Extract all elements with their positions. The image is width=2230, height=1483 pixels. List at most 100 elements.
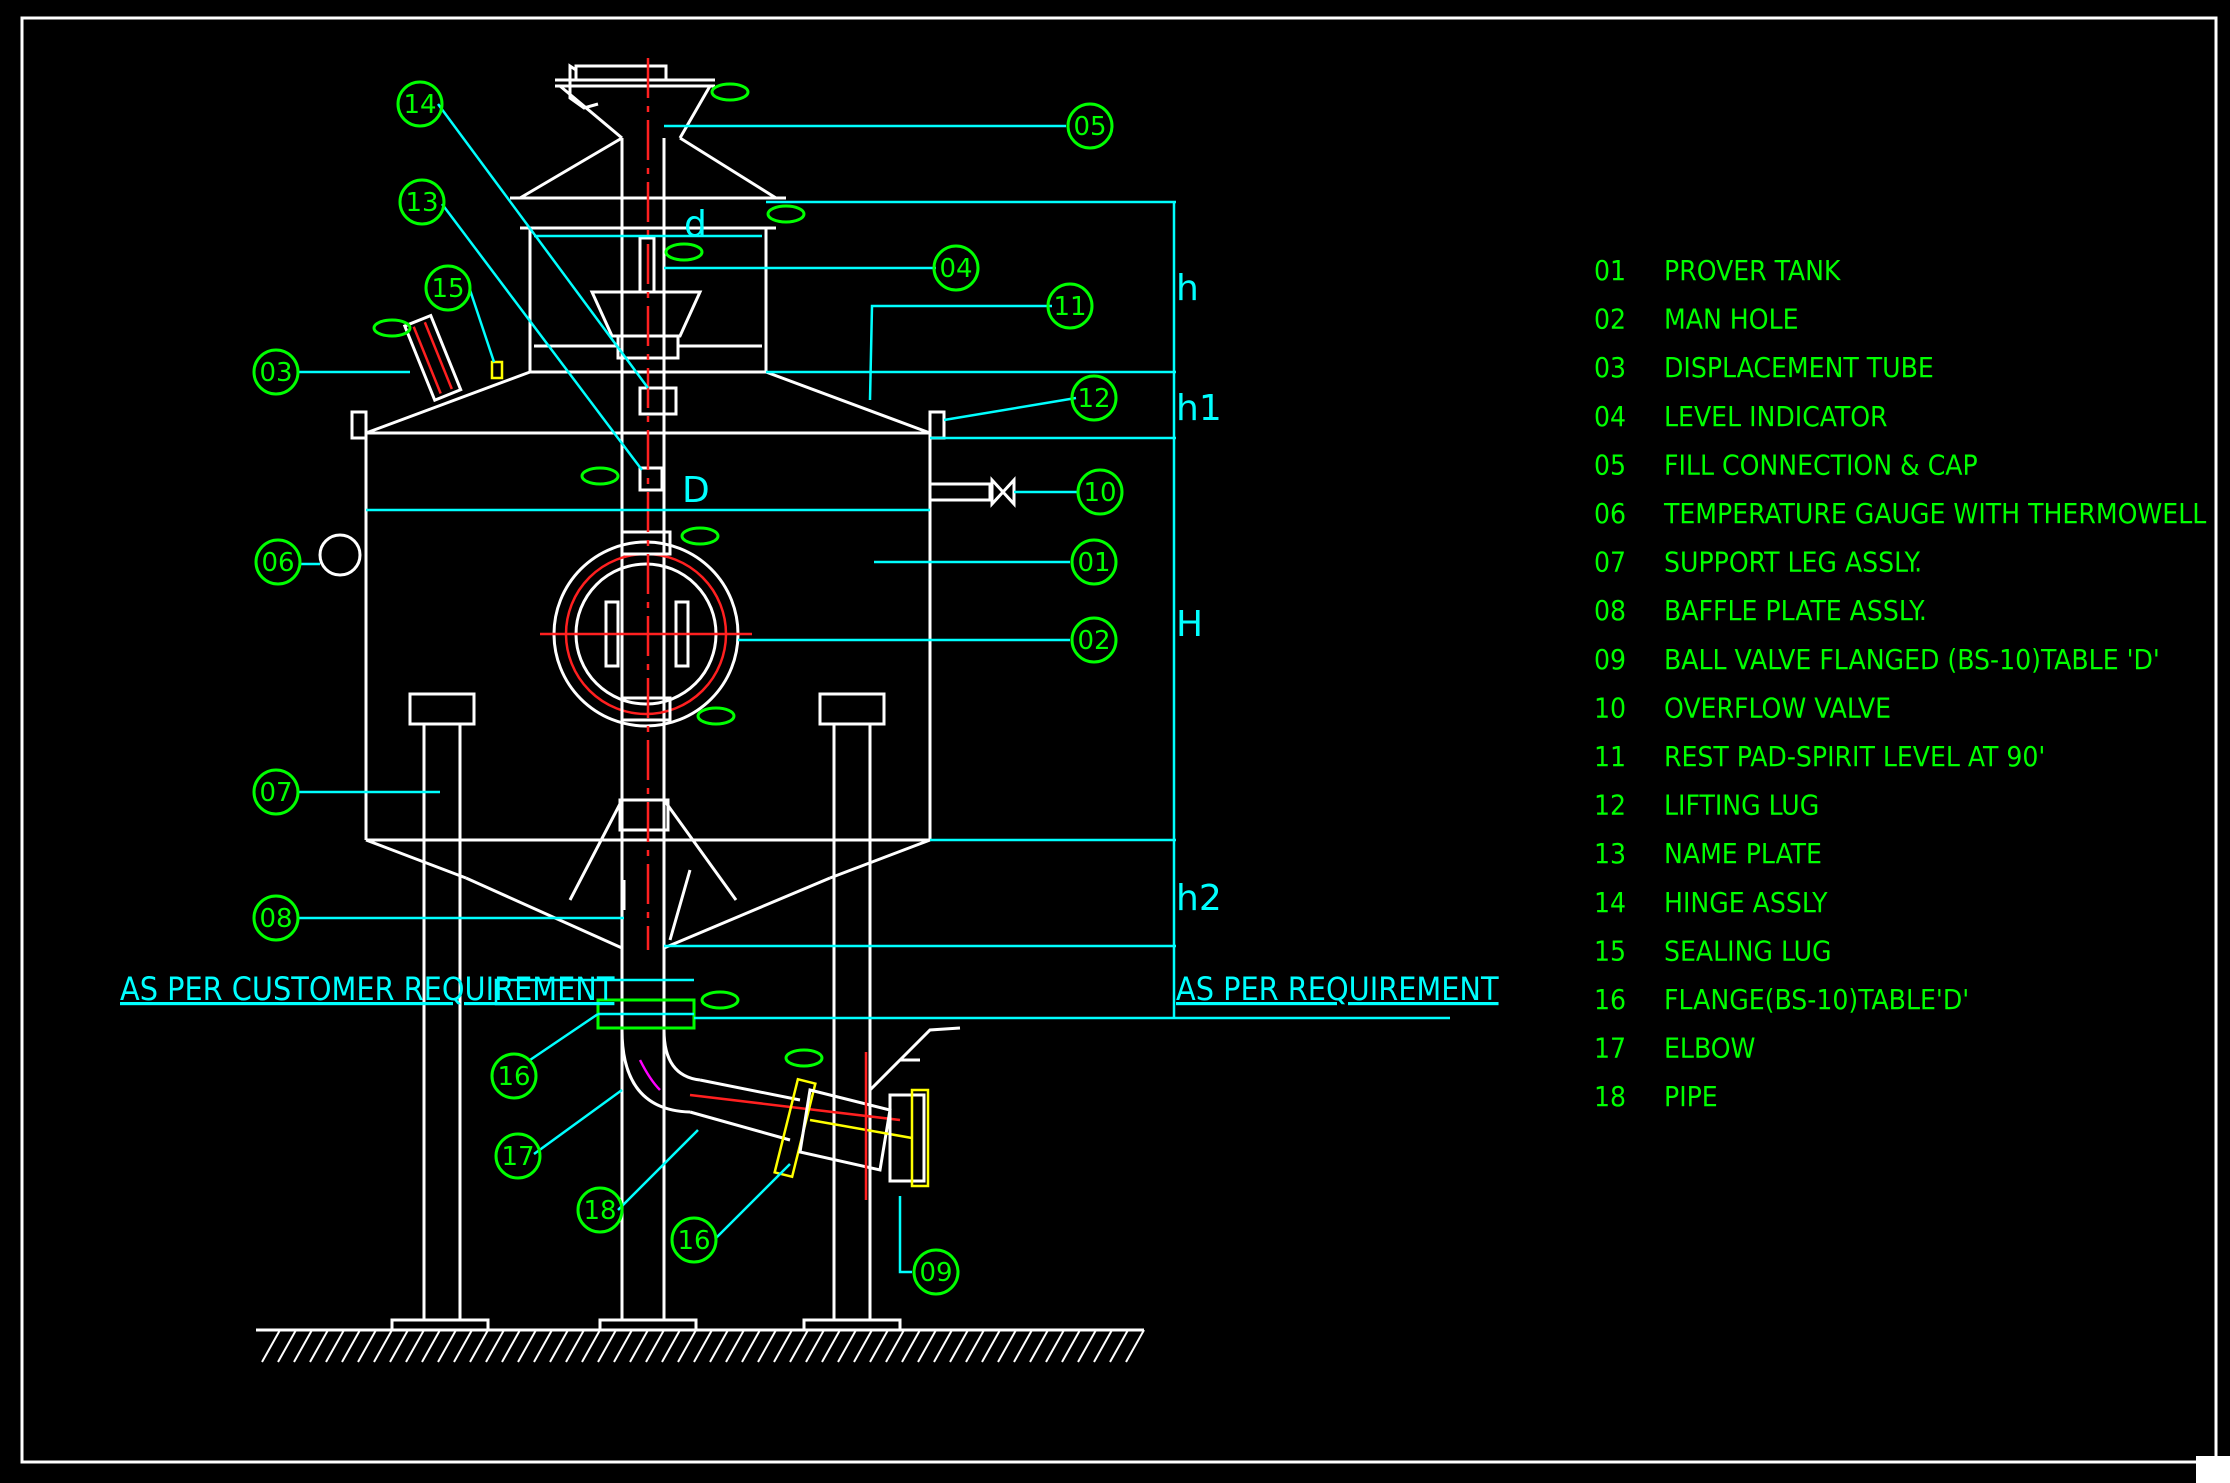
callout-label: 06 (261, 548, 294, 578)
hatch-line (549, 1329, 569, 1363)
legend-text: HINGE ASSLY (1664, 886, 1828, 919)
legend-text: PROVER TANK (1664, 254, 1842, 287)
legend-text: TEMPERATURE GAUGE WITH THERMOWELL (1663, 497, 2206, 530)
hatch-line (981, 1329, 1001, 1363)
callout-06: 06 (254, 538, 302, 586)
hatch-line (293, 1329, 313, 1363)
callout-label: 02 (1077, 626, 1110, 656)
callout-label: 05 (1073, 112, 1106, 142)
sheet-border (20, 16, 2218, 1464)
hatch-line (677, 1329, 697, 1363)
legend-number: 04 (1594, 400, 1626, 433)
callout-circle (254, 538, 302, 586)
hatch-line (629, 1329, 649, 1363)
part-tags (372, 82, 824, 1068)
callout-label: 10 (1083, 478, 1116, 508)
callout-13: 13 (398, 178, 446, 226)
hatch-line (325, 1329, 345, 1363)
legend-text: FLANGE(BS-10)TABLE'D' (1664, 983, 1969, 1016)
callout-label: 18 (583, 1196, 616, 1226)
callout-circle (1070, 374, 1118, 422)
legend-text: FILL CONNECTION & CAP (1664, 448, 1978, 481)
callout-04: 04 (932, 244, 980, 292)
legend-number: 11 (1594, 740, 1626, 773)
callout-label: 17 (501, 1142, 534, 1172)
callout-label: 16 (677, 1226, 710, 1256)
callout-label: 09 (919, 1258, 952, 1288)
legend-number: 15 (1594, 934, 1626, 967)
hatch-line (1077, 1329, 1097, 1363)
hatch-line (789, 1329, 809, 1363)
callout-circle (1076, 468, 1124, 516)
leader-lines (298, 103, 1078, 1274)
legend-text: REST PAD-SPIRIT LEVEL AT 90' (1664, 740, 2045, 773)
legend-number: 03 (1594, 351, 1626, 384)
callout-circle (396, 80, 444, 128)
callout-05: 05 (1066, 102, 1114, 150)
hatch-line (725, 1329, 745, 1363)
callout-label: 16 (497, 1062, 530, 1092)
legend-text: LIFTING LUG (1664, 789, 1819, 822)
hatch-line (261, 1329, 281, 1363)
hatch-line (997, 1329, 1017, 1363)
hatch-line (357, 1329, 377, 1363)
legend-number: 01 (1594, 254, 1626, 287)
hatch-line (773, 1329, 793, 1363)
legend-number: 05 (1594, 448, 1626, 481)
hatch-line (645, 1329, 665, 1363)
legend-text: MAN HOLE (1664, 303, 1799, 336)
hatch-line (597, 1329, 617, 1363)
callout-label: 11 (1053, 292, 1086, 322)
hatch-line (901, 1329, 921, 1363)
hatch-line (1045, 1329, 1065, 1363)
hatch-line (341, 1329, 361, 1363)
legend-number: 12 (1594, 789, 1626, 822)
hatch-line (453, 1329, 473, 1363)
callout-18: 18 (576, 1186, 624, 1234)
callout-07: 07 (252, 768, 300, 816)
hatch-line (405, 1329, 425, 1363)
legend-text: BAFFLE PLATE ASSLY. (1664, 594, 1927, 627)
dim-d: d (684, 204, 707, 245)
hatch-line (1029, 1329, 1049, 1363)
callout-label: 03 (259, 358, 292, 388)
callout-label: 15 (431, 274, 464, 304)
callout-17: 17 (494, 1132, 542, 1180)
legend-text: DISPLACEMENT TUBE (1664, 351, 1934, 384)
hatch-line (373, 1329, 393, 1363)
callout-circle (576, 1186, 624, 1234)
callout-09: 09 (912, 1248, 960, 1296)
callout-03: 03 (252, 348, 300, 396)
callout-circle (1070, 538, 1118, 586)
hatch-line (885, 1329, 905, 1363)
callout-14: 14 (396, 80, 444, 128)
callout-circle (252, 348, 300, 396)
legend-text: SUPPORT LEG ASSLY. (1664, 546, 1922, 579)
hatch-line (309, 1329, 329, 1363)
legend-number: 07 (1594, 546, 1626, 579)
tank-outline (256, 63, 1144, 1332)
callout-label: 07 (259, 778, 292, 808)
callout-16b: 16 (670, 1216, 718, 1264)
legend-number: 17 (1594, 1032, 1626, 1065)
hatch-line (741, 1329, 761, 1363)
note-right: AS PER REQUIREMENT (1176, 970, 1499, 1008)
hatch-line (949, 1329, 969, 1363)
hatch-line (805, 1329, 825, 1363)
legend-text: OVERFLOW VALVE (1664, 691, 1891, 724)
callout-label: 01 (1077, 548, 1110, 578)
hatch-line (1061, 1329, 1081, 1363)
legend-text: SEALING LUG (1664, 934, 1832, 967)
hatch-line (757, 1329, 777, 1363)
dim-H: H (1176, 604, 1203, 645)
legend-number: 10 (1594, 691, 1626, 724)
callout-circle (932, 244, 980, 292)
dim-h1: h1 (1176, 388, 1222, 429)
hatch-line (693, 1329, 713, 1363)
legend-number: 08 (1594, 594, 1626, 627)
hatch-line (469, 1329, 489, 1363)
hatch-line (421, 1329, 441, 1363)
hatch-line (517, 1329, 537, 1363)
